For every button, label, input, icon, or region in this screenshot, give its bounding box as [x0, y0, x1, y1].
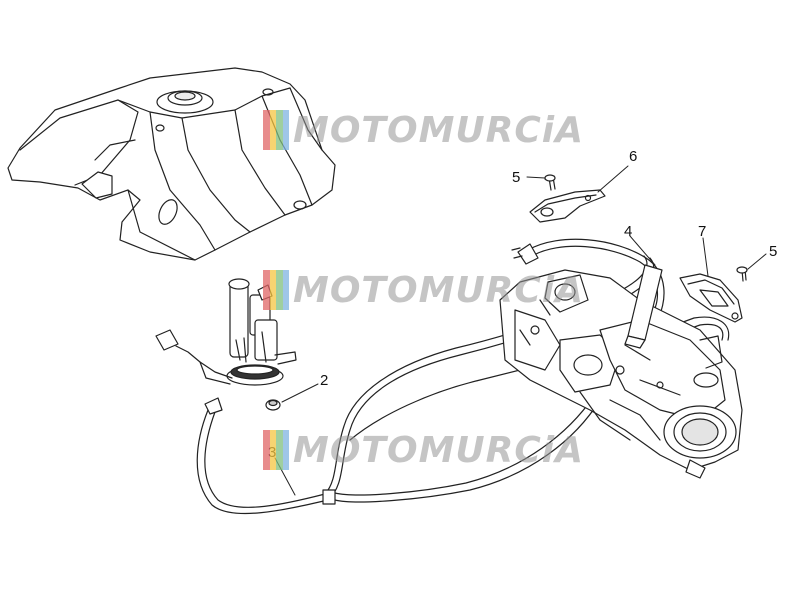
- callout-label-7: 7: [698, 223, 707, 240]
- watermark-flag-icon: [263, 270, 289, 310]
- watermark-middle: MOTOMURCiA: [263, 269, 584, 311]
- watermark-flag-icon: [263, 430, 289, 470]
- callout-label-5-right: 5: [769, 243, 778, 260]
- watermark-text: MOTOMURCiA: [293, 429, 584, 471]
- callout-label-6: 6: [629, 148, 638, 165]
- callout-label-5-top: 5: [512, 169, 521, 186]
- bracket-6: [529, 189, 606, 223]
- watermark-bottom: MOTOMURCiA: [263, 429, 584, 471]
- grommet: [265, 399, 281, 411]
- watermark-flag-icon: [263, 110, 289, 150]
- throttle-body-assembly: [499, 269, 743, 479]
- fuel-tank: [7, 67, 336, 261]
- fuel-hose: [196, 238, 730, 515]
- callout-label-4: 4: [624, 223, 633, 240]
- fuel-pump-assembly: [155, 278, 297, 386]
- screw-top: [544, 174, 556, 191]
- watermark-text: MOTOMURCiA: [293, 269, 584, 311]
- screw-right: [736, 266, 748, 282]
- callout-label-2: 2: [320, 372, 329, 389]
- leader-lines: [274, 165, 767, 496]
- watermark-text: MOTOMURCiA: [293, 109, 584, 151]
- mounting-strap: [624, 264, 663, 349]
- watermark-top: MOTOMURCiA: [263, 109, 584, 151]
- bracket-7: [679, 273, 743, 323]
